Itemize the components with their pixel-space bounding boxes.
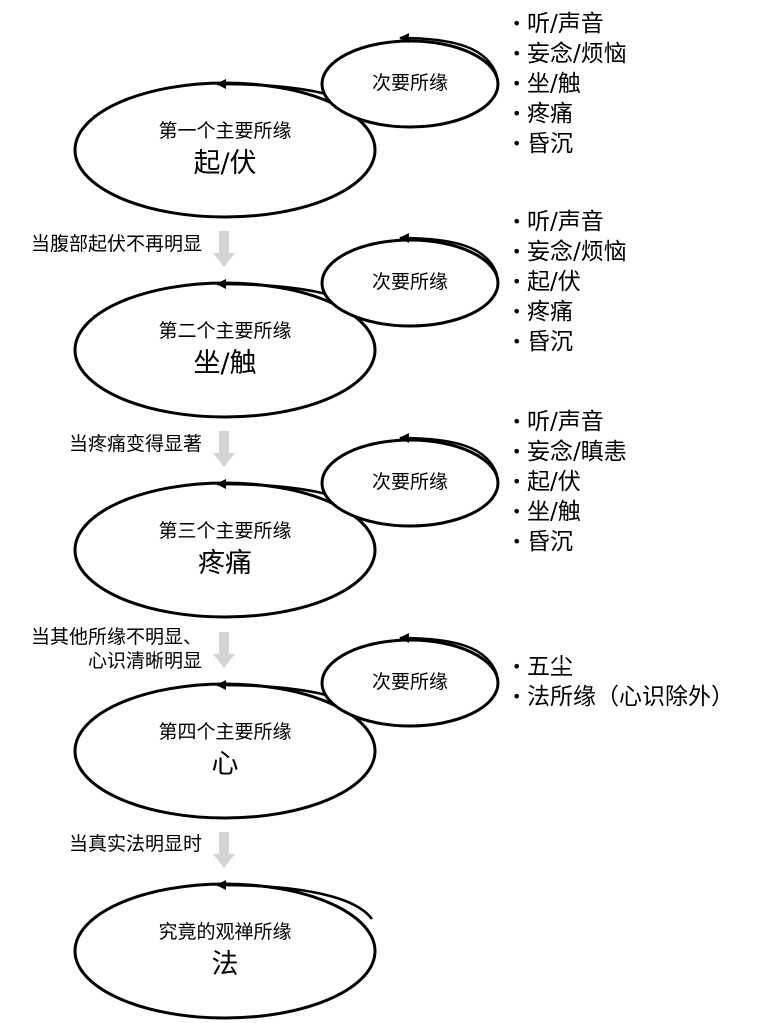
cycle-arrow-secondary-1	[399, 33, 499, 77]
stage-3-name: 疼痛	[198, 548, 252, 579]
list-item: •听/声音	[512, 209, 604, 235]
secondary-ellipse-1	[320, 39, 500, 129]
list-item: •妄念/烦恼	[512, 239, 627, 265]
stage-1-subtitle: 第一个主要所缘	[158, 120, 292, 142]
transition-2-text: 当疼痛变得显著	[68, 433, 202, 455]
list-item: •听/声音	[512, 11, 604, 37]
down-arrow-2	[213, 431, 235, 467]
secondary-objects-list-2: •听/声音 •妄念/烦恼 •起/伏 •疼痛 •昏沉	[512, 207, 627, 357]
secondary-objects-list-4: •五尘 •法所缘（心识除外）	[512, 652, 734, 712]
list-item: •法所缘（心识除外）	[512, 684, 734, 710]
transition-4-text: 当真实法明显时	[68, 833, 202, 855]
stage-2-subtitle: 第二个主要所缘	[158, 320, 292, 342]
stage-5-name: 法	[211, 949, 239, 980]
secondary-label-4: 次要所缘	[371, 671, 449, 693]
stage-1-name: 起/伏	[193, 148, 257, 179]
list-item: •坐/触	[512, 71, 581, 97]
stage-2-name: 坐/触	[193, 348, 257, 379]
transition-3-text-line1: 当其他所缘不明显、	[30, 626, 202, 648]
secondary-ellipse-4	[320, 638, 500, 728]
list-item: •起/伏	[512, 469, 581, 495]
down-arrow-4	[213, 832, 235, 868]
list-item: •妄念/瞋恚	[512, 439, 627, 465]
secondary-ellipse-2	[320, 238, 500, 328]
list-item: •妄念/烦恼	[512, 41, 627, 67]
stage-4-name: 心	[211, 749, 239, 780]
stage-3-subtitle: 第三个主要所缘	[158, 520, 292, 542]
list-item: •起/伏	[512, 269, 581, 295]
list-item: •疼痛	[512, 299, 573, 325]
transition-1-text: 当腹部起伏不再明显	[30, 233, 202, 255]
secondary-objects-list-1: •听/声音 •妄念/烦恼 •坐/触 •疼痛 •昏沉	[512, 9, 627, 159]
list-item: •五尘	[512, 654, 573, 680]
secondary-label-1: 次要所缘	[371, 72, 449, 94]
secondary-ellipse-3	[320, 438, 500, 528]
cycle-arrow-main-5	[216, 880, 374, 920]
down-arrow-1	[213, 231, 235, 267]
stage-5-subtitle: 究竟的观禅所缘	[158, 921, 292, 943]
cycle-arrow-secondary-4	[399, 633, 499, 676]
cycle-arrow-secondary-2	[399, 233, 499, 276]
list-item: •昏沉	[512, 529, 573, 555]
list-item: •昏沉	[512, 131, 573, 157]
secondary-objects-list-3: •听/声音 •妄念/瞋恚 •起/伏 •坐/触 •昏沉	[512, 407, 627, 557]
transition-3-text-line2: 心识清晰明显	[87, 650, 202, 672]
list-item: •听/声音	[512, 409, 604, 435]
list-item: •昏沉	[512, 329, 573, 355]
secondary-label-2: 次要所缘	[371, 271, 449, 293]
secondary-label-3: 次要所缘	[371, 471, 449, 493]
stage-4-subtitle: 第四个主要所缘	[158, 721, 292, 743]
list-item: •坐/触	[512, 499, 581, 525]
down-arrow-3	[213, 632, 235, 668]
cycle-arrow-secondary-3	[399, 433, 499, 476]
list-item: •疼痛	[512, 101, 573, 127]
